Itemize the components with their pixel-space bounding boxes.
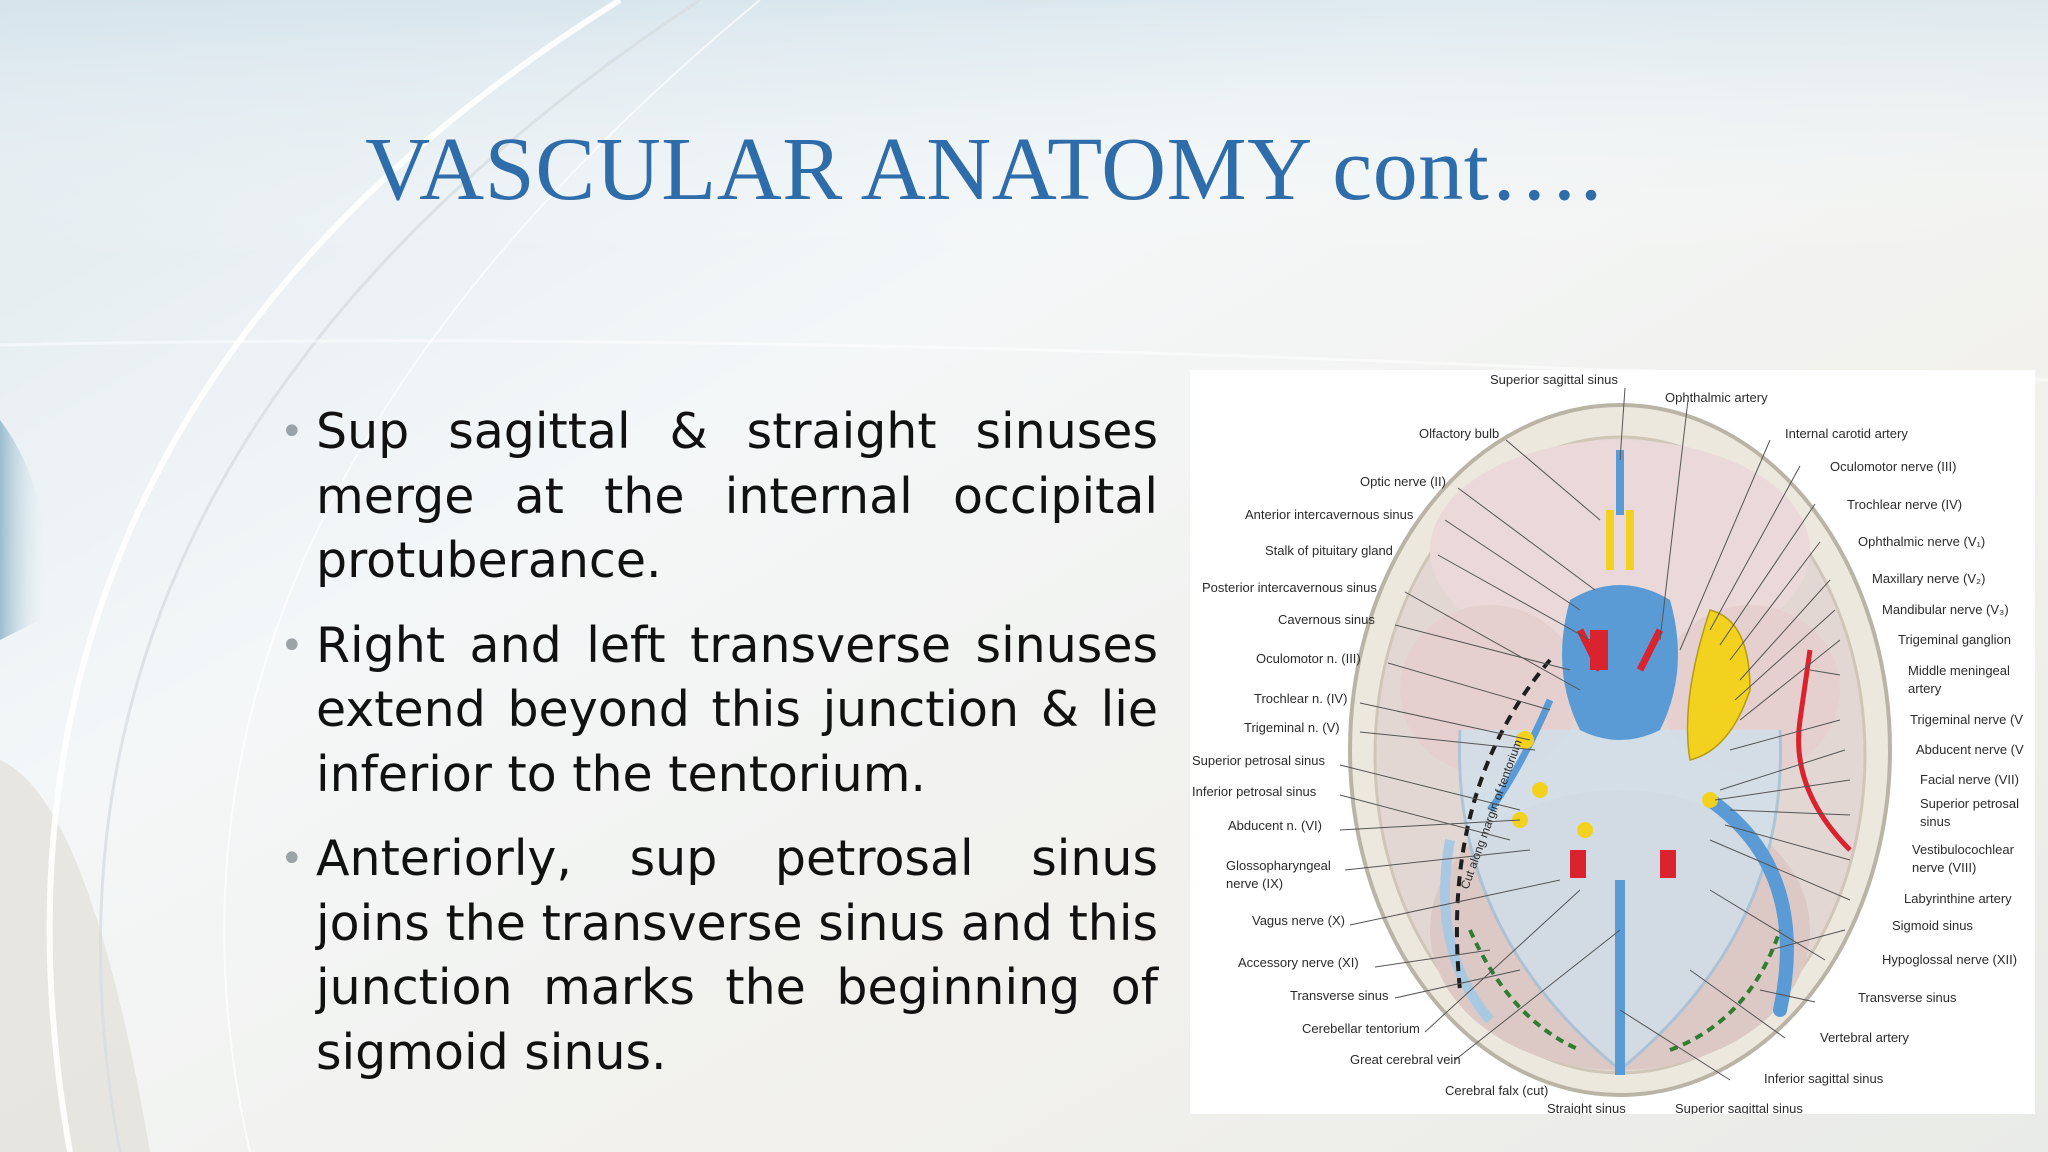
label-vestibulocochlear: Vestibulocochlear [1912,842,2015,857]
label-abducent-n: Abducent n. (VI) [1228,818,1322,833]
transverse-sinus-right [1703,793,1794,1017]
label-great-cerebral-vein: Great cerebral vein [1350,1052,1461,1067]
optic-nerve [1606,510,1634,570]
anterior-fossa [1430,440,1810,660]
label-oculomotor-nerve: Oculomotor nerve (III) [1830,459,1956,474]
label-vertebral-artery: Vertebral artery [1820,1030,1909,1045]
superior-petrosal-sinus [1487,698,1554,813]
cavernous-sinus [1562,585,1678,740]
label-superior-sagittal-sinus-bottom: Superior sagittal sinus [1675,1101,1803,1114]
label-superior-petrosal-right-2: sinus [1920,814,1951,829]
label-vagus-nerve: Vagus nerve (X) [1252,913,1345,928]
artery-segment [1660,850,1676,878]
artery-segment [1590,630,1608,670]
label-facial-nerve: Facial nerve (VII) [1920,772,2019,787]
label-transverse-sinus-left: Transverse sinus [1290,988,1389,1003]
label-hypoglossal-nerve: Hypoglossal nerve (XII) [1882,952,2017,967]
nerve-root [1702,792,1718,808]
label-glossopharyngeal: Glossopharyngeal [1226,858,1331,873]
label-middle-meningeal: Middle meningeal [1908,663,2010,678]
bullet-item: • Anteriorly, sup petrosal sinus joins th… [280,827,1158,1085]
label-superior-petrosal-right: Superior petrosal [1920,796,2019,811]
label-superior-sagittal-sinus-top: Superior sagittal sinus [1490,372,1618,387]
label-cerebral-falx: Cerebral falx (cut) [1445,1083,1548,1098]
label-labyrinthine-artery: Labyrinthine artery [1904,891,2012,906]
label-trigeminal-nerve: Trigeminal nerve (V [1910,712,2023,727]
label-internal-carotid-artery: Internal carotid artery [1785,426,1908,441]
nerve-root [1532,782,1548,798]
label-accessory-nerve: Accessory nerve (XI) [1238,955,1359,970]
label-inferior-petrosal-sinus: Inferior petrosal sinus [1192,784,1317,799]
artery-segment [1570,850,1586,878]
bullet-dot-icon: • [280,836,304,882]
label-ophthalmic-nerve: Ophthalmic nerve (V₁) [1858,534,1985,549]
label-oculomotor-n: Oculomotor n. (III) [1256,651,1361,666]
label-trigeminal-n: Trigeminal n. (V) [1244,720,1340,735]
label-transverse-sinus-right: Transverse sinus [1858,990,1957,1005]
label-sigmoid-sinus: Sigmoid sinus [1892,918,1973,933]
transverse-sinus-left [1440,839,1494,1024]
label-inferior-sagittal-sinus: Inferior sagittal sinus [1764,1071,1884,1086]
tentorium-green-line-left [1468,929,1581,1052]
label-straight-sinus: Straight sinus [1547,1101,1626,1114]
label-trochlear-n: Trochlear n. (IV) [1254,691,1347,706]
slide-title: VASCULAR ANATOMY cont…. [365,120,1603,219]
label-cerebellar-tentorium: Cerebellar tentorium [1302,1021,1420,1036]
bullet-item: • Right and left transverse sinuses exten… [280,614,1158,808]
bullet-dot-icon: • [280,409,304,455]
middle-meningeal-artery [1796,649,1852,852]
label-glossopharyngeal-2: nerve (IX) [1226,876,1283,891]
label-ophthalmic-artery: Ophthalmic artery [1665,390,1768,405]
anatomy-figure: Cut along margin of tentorium [1190,370,2035,1116]
label-cavernous-sinus: Cavernous sinus [1278,612,1375,627]
label-optic-nerve: Optic nerve (II) [1360,474,1446,489]
nerve-root [1577,822,1593,838]
label-trochlear-nerve: Trochlear nerve (IV) [1847,497,1962,512]
bullet-text: Anteriorly, sup petrosal sinus joins the… [316,830,1158,1081]
label-trigeminal-ganglion: Trigeminal ganglion [1898,632,2011,647]
cranial-base-diagram: Cut along margin of tentorium [1192,372,2024,1116]
bullet-item: • Sup sagittal & straight sinuses merge a… [280,400,1158,594]
label-maxillary-nerve: Maxillary nerve (V₂) [1872,571,1985,586]
tentorium-green-line-right [1669,929,1782,1052]
label-olfactory-bulb: Olfactory bulb [1419,426,1499,441]
label-posterior-intercavernous-sinus: Posterior intercavernous sinus [1202,580,1377,595]
leader-lines [1339,387,1851,1081]
bullet-text: Right and left transverse sinuses extend… [316,616,1158,803]
label-stalk-pituitary: Stalk of pituitary gland [1265,543,1393,558]
bullet-dot-icon: • [280,622,304,669]
label-vestibulocochlear-2: nerve (VIII) [1912,860,1976,875]
label-anterior-intercavernous-sinus: Anterior intercavernous sinus [1245,507,1414,522]
bullet-text: Sup sagittal & straight sinuses merge at… [316,403,1158,589]
label-superior-petrosal-sinus: Superior petrosal sinus [1192,753,1325,768]
label-abducent-nerve: Abducent nerve (V [1916,742,2024,757]
bullet-list: • Sup sagittal & straight sinuses merge a… [280,400,1158,1105]
trigeminal-ganglion [1686,609,1751,761]
label-middle-meningeal-2: artery [1908,681,1942,696]
label-mandibular-nerve: Mandibular nerve (V₃) [1882,602,2009,617]
nerve-root [1516,731,1534,749]
